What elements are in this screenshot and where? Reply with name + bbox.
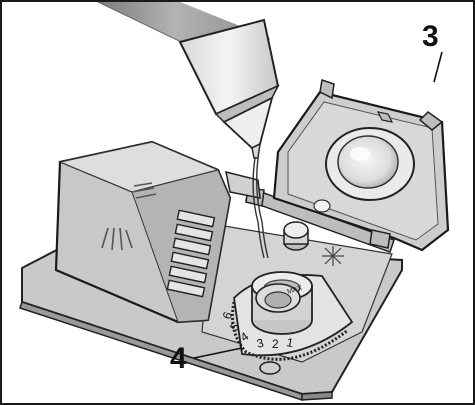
callout-3-leader	[433, 51, 443, 83]
dial-scale-6: 6	[220, 310, 236, 321]
dosage-dial: MAX 6 5 4 3 2 1	[220, 271, 354, 375]
dial-scale-2: 2	[272, 337, 279, 351]
dial-scale-1: 1	[285, 335, 294, 350]
sparkle-marker	[322, 246, 344, 266]
rinse-aid-bottle	[97, 2, 280, 259]
lid-latch-ribs	[166, 209, 216, 298]
detergent-lid	[54, 140, 261, 324]
dial-max-label: MAX	[286, 284, 303, 295]
dial-scale-3: 3	[255, 336, 265, 351]
knob	[283, 221, 309, 251]
callout-label-3: 3	[422, 20, 439, 53]
rinse-aid-flap	[245, 79, 450, 252]
callout-4-leader	[193, 347, 243, 359]
callout-label-4: 4	[170, 342, 187, 375]
